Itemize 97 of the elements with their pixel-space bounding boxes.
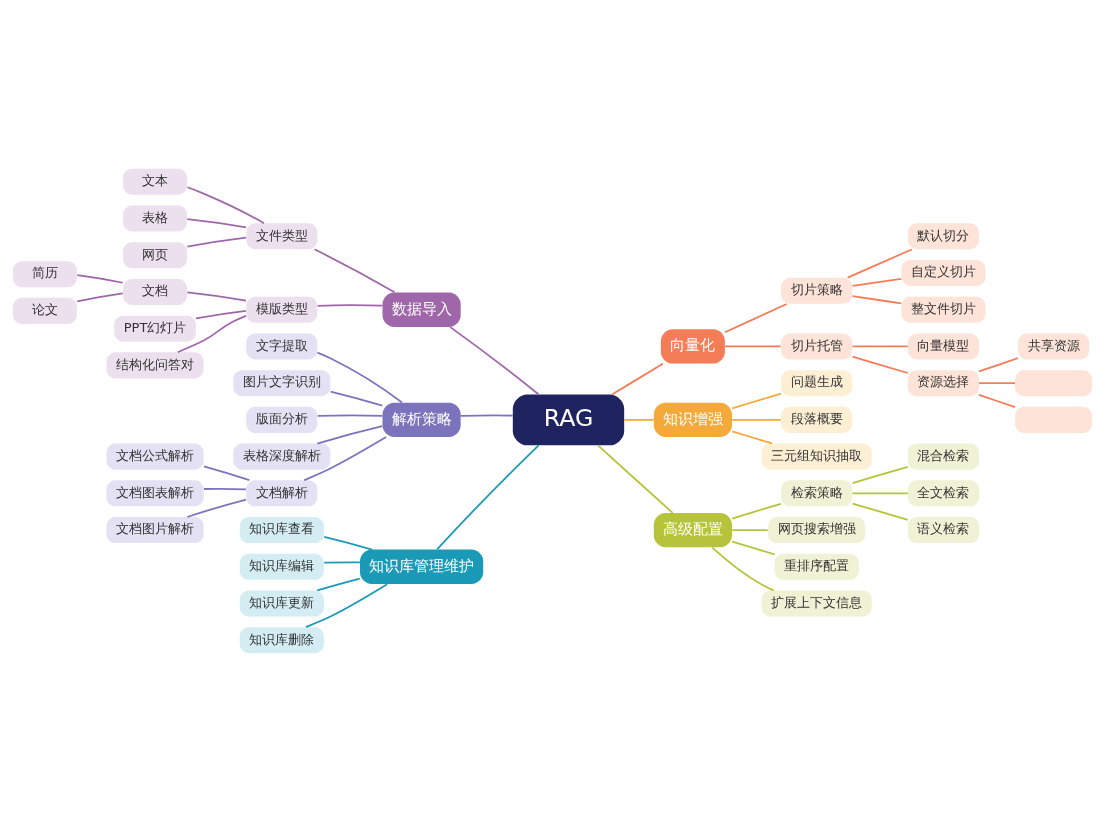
connector: [176, 314, 247, 353]
node-box: 文档图片解析: [106, 516, 204, 543]
node-box: 数据导入: [382, 292, 461, 327]
node-box: 知识库管理维护: [360, 549, 484, 584]
node-box: 知识增强: [653, 402, 732, 437]
connector: [303, 435, 387, 481]
connector: [731, 528, 769, 531]
connector: [978, 381, 1016, 384]
node-box: 段落概要: [781, 406, 853, 433]
node-box: 问题生成: [781, 369, 853, 396]
node-box: 论文: [12, 297, 77, 324]
connector: [436, 444, 540, 550]
connector: [323, 560, 361, 564]
connector: [76, 291, 124, 302]
connector: [459, 414, 514, 417]
connector: [186, 291, 247, 302]
connector: [449, 325, 540, 395]
connector: [731, 392, 782, 409]
node-box: 三元组知识抽取: [761, 443, 872, 470]
node-box: 切片托管: [781, 332, 853, 359]
connector: [711, 546, 775, 591]
node-box: 资源选择: [907, 369, 979, 396]
node-box: 版面分析: [246, 406, 318, 433]
node-box: 共享资源: [1018, 332, 1090, 359]
connector: [731, 418, 782, 421]
node-box: 默认切分: [907, 222, 979, 249]
node-box: 混合检索: [907, 443, 979, 470]
node-box: 解析策略: [382, 402, 461, 437]
connector: [323, 535, 373, 550]
connector: [731, 540, 776, 555]
node-box: 语义检索: [907, 516, 979, 543]
connector: [316, 414, 384, 417]
node-box: 文本: [123, 168, 188, 195]
node-box: 网页搜索增强: [768, 516, 866, 543]
node-box: RAG: [512, 393, 625, 445]
node-box: 网页: [123, 241, 188, 268]
node-box: 文件类型: [246, 222, 318, 249]
node-box: 表格: [123, 204, 188, 232]
connector: [186, 498, 247, 518]
node-box: 扩展上下文信息: [761, 589, 872, 617]
node-box: 知识库删除: [239, 626, 324, 653]
node-box: 切片策略: [781, 277, 853, 304]
node-box: 知识库查看: [239, 516, 324, 543]
node-box: 检索策略: [781, 479, 853, 506]
connector: [846, 248, 913, 279]
connector: [851, 345, 909, 347]
node-box: 全文检索: [907, 479, 979, 506]
connector: [305, 582, 388, 628]
connector: [851, 355, 909, 374]
connector: [851, 294, 903, 304]
node-box: 结构化问答对: [106, 351, 204, 378]
connector: [978, 356, 1019, 372]
node-box: 文档图表解析: [106, 479, 204, 506]
node-box: 表格深度解析: [233, 443, 331, 470]
node-box: 文档解析: [246, 479, 318, 506]
connector: [978, 393, 1016, 408]
connector: [186, 236, 247, 247]
connector: [186, 185, 265, 224]
connector: [851, 277, 903, 287]
connector: [851, 465, 909, 484]
connector: [731, 502, 782, 519]
node-box: PPT幻灯片: [114, 315, 196, 342]
connector: [316, 303, 384, 307]
connector: [623, 418, 655, 421]
node-box: 文档: [123, 278, 188, 305]
node-box: 向量模型: [907, 332, 979, 359]
connector: [316, 424, 384, 444]
connector: [724, 345, 782, 347]
node-box: [1015, 369, 1093, 396]
node-box: 文档公式解析: [106, 443, 204, 470]
connector: [611, 362, 664, 395]
node-box: 自定义切片: [901, 259, 986, 286]
connector: [203, 487, 247, 490]
node-box: [1015, 406, 1093, 433]
node-box: 文字提取: [246, 332, 318, 359]
node-box: 整文件切片: [901, 296, 986, 323]
connector: [186, 217, 247, 228]
node-box: 知识库更新: [239, 589, 324, 617]
node-box: 向量化: [660, 328, 725, 364]
connector: [731, 430, 773, 444]
node-box: 知识库编辑: [239, 553, 324, 580]
node-box: 简历: [12, 260, 77, 287]
node-box: 高级配置: [653, 512, 732, 547]
connector: [724, 302, 788, 333]
connector: [851, 491, 909, 494]
node-box: 重排序配置: [774, 553, 859, 580]
connector: [195, 309, 247, 319]
connector: [851, 502, 909, 521]
connector: [316, 577, 361, 591]
node-box: 图片文字识别: [233, 369, 331, 396]
connector: [313, 247, 396, 293]
connector: [76, 273, 124, 284]
connector: [316, 351, 403, 403]
node-box: 模版类型: [246, 296, 318, 323]
connector: [203, 465, 251, 481]
connector: [597, 444, 674, 514]
connector: [329, 390, 384, 407]
